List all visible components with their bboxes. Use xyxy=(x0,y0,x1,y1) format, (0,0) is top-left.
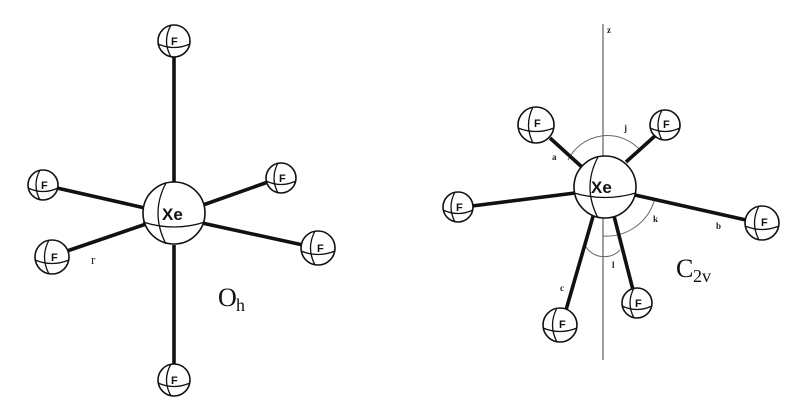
f-atom-right-lower: F xyxy=(300,230,336,266)
svg-text:F: F xyxy=(171,375,178,387)
bond-c xyxy=(564,212,596,311)
xe-label: Xe xyxy=(162,205,183,224)
svg-text:O: O xyxy=(218,283,237,312)
angle-label-l: l xyxy=(612,260,615,270)
svg-text:F: F xyxy=(761,217,768,229)
angle-arc-j xyxy=(567,135,641,161)
f-atom-upper-right: F xyxy=(649,109,681,141)
bond-label-b: b xyxy=(716,221,721,231)
f-atom-left-upper: F xyxy=(27,169,59,201)
svg-text:F: F xyxy=(635,298,642,310)
f-atom-lower-right: F xyxy=(621,287,653,319)
bond-upper-right xyxy=(624,133,658,164)
angle-label-j: j xyxy=(623,123,627,133)
bond-lower-right xyxy=(612,215,635,291)
bond-left xyxy=(471,191,576,208)
point-group-oh: O h xyxy=(218,283,245,315)
f-atom-lower-left: F xyxy=(542,307,578,343)
svg-text:F: F xyxy=(279,173,286,185)
svg-text:2v: 2v xyxy=(693,266,711,286)
xe-atom-c2v: Xe xyxy=(573,155,637,219)
bond-right-lower xyxy=(201,221,304,247)
f-atom-right-upper: F xyxy=(265,162,297,194)
angle-label-k: k xyxy=(653,214,658,224)
point-group-c2v: C 2v xyxy=(676,254,711,286)
bond-right-upper xyxy=(202,180,269,207)
svg-text:h: h xyxy=(236,295,245,315)
bond-length-label-r: r xyxy=(91,252,96,267)
angle-arc-k xyxy=(602,197,656,237)
f-atom-left: F xyxy=(442,191,474,223)
bond-label-a: a xyxy=(552,152,557,162)
f-atom-right: F xyxy=(744,205,780,241)
svg-text:F: F xyxy=(534,118,541,130)
c2v-structure: z Xe F F xyxy=(442,24,780,360)
f-atom-upper-left: F xyxy=(517,106,555,144)
bond-label-c: c xyxy=(560,283,564,293)
svg-text:F: F xyxy=(51,252,58,264)
z-axis-label: z xyxy=(607,25,611,35)
bond-b xyxy=(634,193,747,222)
svg-text:F: F xyxy=(663,119,670,131)
bond-left-upper xyxy=(56,186,146,210)
svg-text:F: F xyxy=(456,202,463,214)
svg-text:F: F xyxy=(559,319,566,331)
svg-text:F: F xyxy=(171,36,178,48)
xe-atom: Xe xyxy=(142,181,206,245)
xe-label-c2v: Xe xyxy=(591,178,612,197)
f-atom-left-lower: F xyxy=(34,239,70,275)
oh-structure: Xe F F F F xyxy=(27,24,336,397)
bond-left-lower xyxy=(66,220,153,253)
f-atom-bottom: F xyxy=(157,363,191,397)
svg-text:F: F xyxy=(317,243,324,255)
svg-text:C: C xyxy=(676,254,693,283)
angle-arc-l xyxy=(585,246,621,258)
svg-text:F: F xyxy=(41,180,48,192)
f-atom-top: F xyxy=(157,24,191,58)
